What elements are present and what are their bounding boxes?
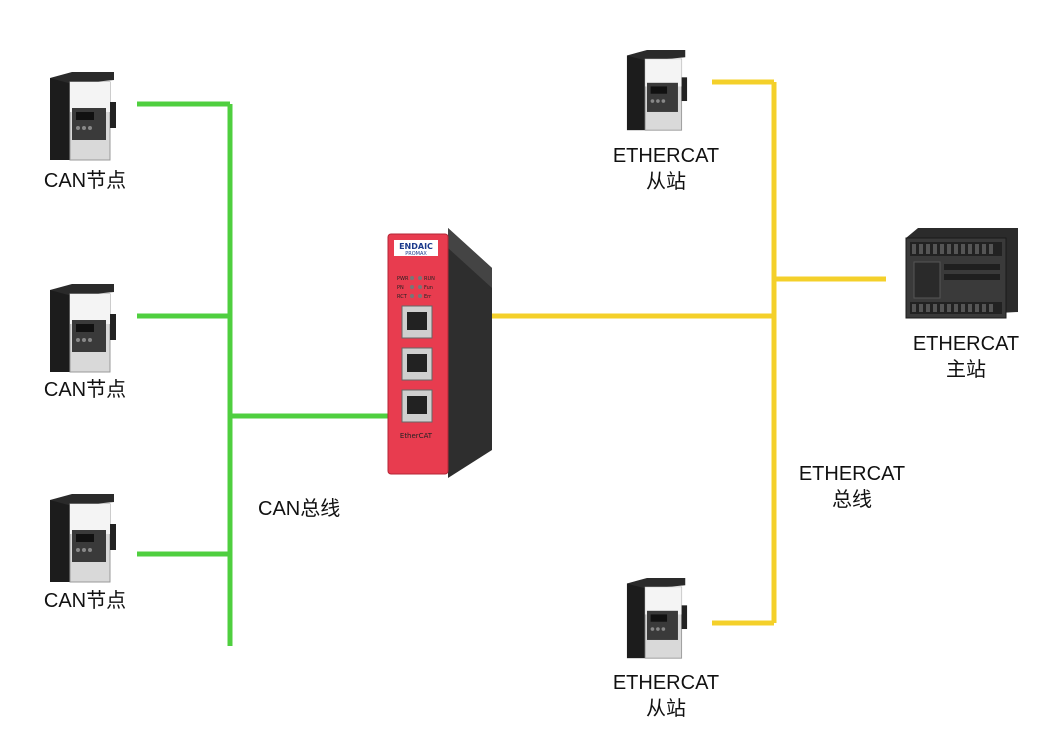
can-bus-lines [137,101,392,646]
ethercat-bus-line1: ETHERCAT [798,463,906,485]
can-bus-label: CAN总线 [258,498,341,520]
ethercat-slave-2-line2: 从站 [646,698,686,720]
can-node-1 [48,72,118,167]
gateway-icon: ENDAIC PROMAX PWR RUN PN Fun RCT Err Eth… [387,228,492,478]
gateway-brand: ENDAIC [399,242,433,251]
servo-drive-icon [626,50,688,131]
can-node-3 [48,494,118,589]
rj45-ports [401,305,433,423]
ethercat-slave-2 [622,578,692,665]
ethercat-master [900,228,1020,325]
can-node-1-label: CAN节点 [43,170,127,192]
ethercat-slave-2-label: ETHERCAT 从站 [606,670,726,722]
can-node-3-label: CAN节点 [43,590,127,612]
ethercat-master-line2: 主站 [946,359,986,381]
led-label-0: PWR [397,276,409,282]
ethercat-bus-label: ETHERCAT 总线 [792,461,912,513]
ethercat-bus-line2: 总线 [832,489,872,511]
ethercat-slave-1-line1: ETHERCAT [612,145,720,167]
servo-drive-icon [50,494,116,583]
led-label-3: Fun [424,285,433,291]
servo-drive-icon [626,578,688,659]
ethercat-slave-1-label: ETHERCAT 从站 [606,143,726,195]
led-label-2: PN [397,285,404,291]
gateway-footer: EtherCAT [400,432,433,440]
plc-icon [905,228,1018,319]
ethercat-slave-1-line2: 从站 [646,171,686,193]
ethercat-master-label: ETHERCAT 主站 [906,331,1026,383]
servo-drive-icon [50,284,116,373]
gateway-model: PROMAX [405,251,427,257]
can-node-2-label: CAN节点 [43,379,127,401]
led-label-1: RUN [424,276,435,282]
gateway-device: ENDAIC PROMAX PWR RUN PN Fun RCT Err Eth… [386,228,498,483]
ethercat-slave-1 [622,50,692,137]
ethercat-master-line1: ETHERCAT [912,333,1020,355]
ethercat-bus-lines [491,79,886,626]
led-label-4: RCT [397,294,408,300]
servo-drive-icon [50,72,116,161]
ethercat-slave-2-line1: ETHERCAT [612,672,720,694]
led-label-5: Err [424,294,432,300]
can-node-2 [48,284,118,379]
